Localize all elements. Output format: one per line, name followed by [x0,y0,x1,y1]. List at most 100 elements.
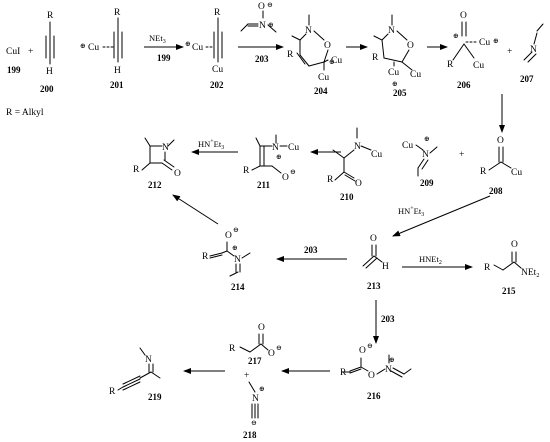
svg-text:⊖: ⊖ [233,226,239,234]
arrow-213-to-214: 203 [276,245,347,262]
svg-text:Cu: Cu [511,168,522,178]
svg-text:Cu: Cu [88,43,99,53]
svg-text:N: N [530,45,537,55]
label-210: 210 [340,192,354,202]
svg-text:O: O [359,346,366,356]
svg-text:R: R [327,175,334,185]
svg-text:⊕: ⊕ [424,135,430,143]
svg-text:O: O [368,371,375,381]
svg-text:R: R [480,167,487,177]
svg-text:O: O [460,11,467,21]
arrow-208-to-213: HN+Et3 [392,195,491,237]
label-211: 211 [257,180,271,190]
arrow-to-202: NEt3 199 [144,33,184,63]
svg-text:O: O [282,173,289,183]
label-208: 208 [489,186,503,196]
svg-text:R = Alkyl: R = Alkyl [6,108,44,118]
compound-214-nitrone-enolate: O ⊖ R N ⊕ 214 [202,226,251,292]
plus-sign-3: + [459,150,464,160]
label-201: 201 [110,80,124,90]
compound-216-adduct: O ⊖ R O N ⊕ 216 [340,342,412,401]
svg-text:N: N [385,365,392,375]
svg-text:R: R [114,8,121,18]
arrow-214-to-212 [172,194,219,225]
reagent-hnet3-mid: HN+Et3 [398,206,424,218]
svg-text:Cu: Cu [410,70,421,80]
svg-text:⊖: ⊖ [367,342,373,350]
compound-206-ketenyl-cuprate: O ⊕ Cu ⊕ R Cu 206 [447,11,499,90]
svg-text:N: N [162,143,169,153]
svg-text:⊕: ⊕ [232,244,238,252]
plus-sign-2: + [507,47,512,57]
compound-218-isocyanide: N ⊕ ⊖ 218 [243,381,265,440]
label-204: 204 [314,86,328,96]
svg-text:N: N [145,355,152,365]
svg-text:Cu: Cu [479,38,490,48]
label-212: 212 [148,180,162,190]
svg-text:O: O [511,240,518,250]
svg-text:R: R [447,60,454,70]
compound-202-dicopper: ⊕ Cu R Cu 202 [185,8,224,90]
compound-207-imine: N 207 [520,23,544,84]
svg-text:Cu: Cu [473,61,484,71]
svg-text:O: O [324,41,331,51]
svg-text:N: N [354,142,361,152]
svg-text:O: O [174,169,181,179]
label-214: 214 [231,282,245,292]
reagent-203-b: 203 [381,314,395,324]
label-199: 199 [7,65,21,75]
svg-text:⊖: ⊖ [251,419,257,427]
svg-text:H: H [114,66,121,76]
svg-text:Cu: Cu [318,73,329,83]
compound-217-carboxylate: O R O ⊖ 217 [229,323,282,366]
svg-text:⊕: ⊕ [185,40,191,48]
svg-text:N: N [305,26,312,36]
svg-text:R: R [214,8,221,18]
plus-sign-4: + [244,371,249,381]
svg-text:⊖: ⊖ [290,168,296,176]
compound-213-ketene: O H 213 [362,234,389,291]
svg-text:O: O [370,234,377,244]
compound-212-beta-lactam: N O R 212 [133,137,181,190]
label-209: 209 [420,178,434,188]
svg-text:R: R [133,165,140,175]
compound-200-terminal-alkyne: R H 200 [40,11,55,94]
svg-text:Cu: Cu [402,141,413,151]
svg-text:N: N [272,143,279,153]
svg-text:O: O [497,136,504,146]
compound-199-cui: CuI 199 [6,47,21,75]
svg-text:N: N [234,255,241,265]
arrow-213-to-215: HNEt2 [402,254,473,270]
label-200: 200 [40,84,54,94]
compound-210-amino-ketone: N Cu O R 210 [327,127,382,202]
svg-text:⊕: ⊕ [276,153,282,161]
label-219: 219 [148,392,162,402]
svg-text:⊕: ⊕ [329,58,335,66]
svg-text:R: R [484,263,491,273]
svg-text:Cu: Cu [288,143,299,153]
svg-text:N: N [259,21,266,31]
compound-204-six-membered-ring: N O R Cu ⊕ Cu 204 [287,14,342,96]
svg-text:N: N [388,26,395,36]
svg-text:O: O [258,323,265,333]
reagent-hnet2: HNEt2 [419,254,442,266]
r-definition: R = Alkyl [6,108,44,118]
reagent-203-a: 203 [304,245,318,255]
svg-text:⊖: ⊖ [276,344,282,352]
svg-text:Cu: Cu [192,43,203,53]
svg-text:⊕: ⊕ [259,385,265,393]
reagent-203-top: 203 [255,54,269,64]
svg-text:O: O [258,2,265,12]
svg-text:O: O [407,41,414,51]
label-218: 218 [243,430,257,440]
label-217: 217 [248,356,262,366]
label-216: 216 [367,391,381,401]
compound-208-acyl-copper: O R Cu 208 [480,136,522,196]
svg-text:R: R [202,252,209,262]
svg-text:O: O [268,349,275,359]
label-207: 207 [520,74,534,84]
compound-219-ynimine: N R 219 [109,347,162,402]
svg-text:H: H [382,262,389,272]
svg-text:O: O [225,231,232,241]
svg-text:NEt2: NEt2 [521,268,539,279]
